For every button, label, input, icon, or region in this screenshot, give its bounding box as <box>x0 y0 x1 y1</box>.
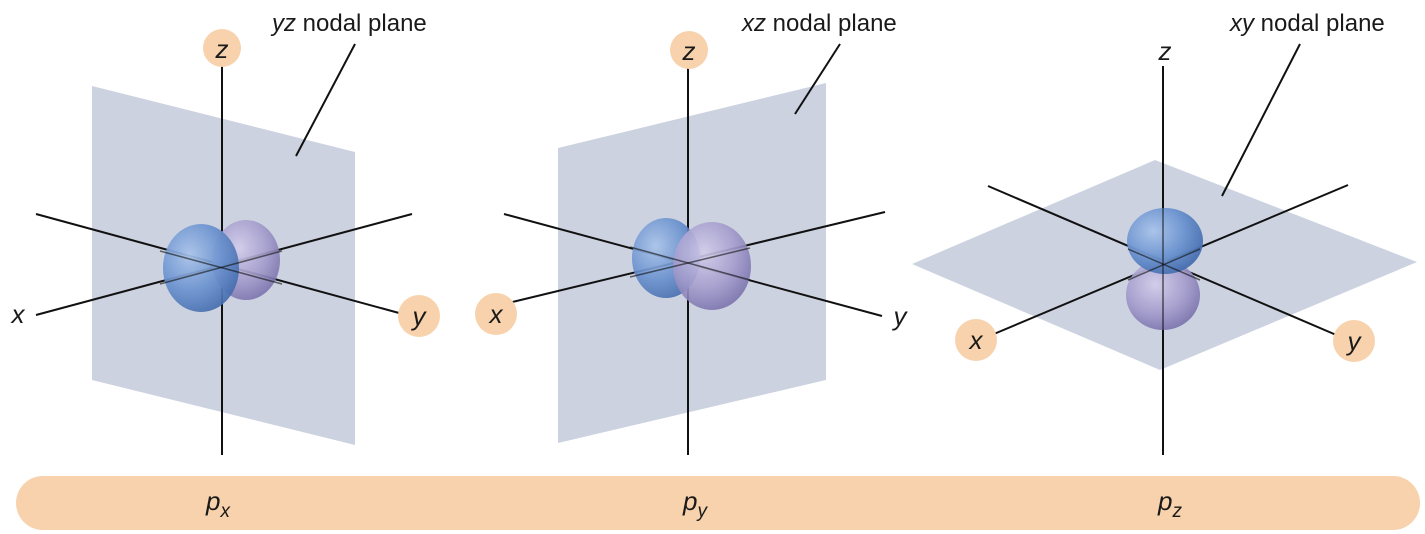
y-axis-label: y <box>1346 326 1363 356</box>
x-axis-label: x <box>10 299 26 329</box>
x-axis-badge <box>475 293 517 335</box>
plane-leader-line <box>794 43 841 115</box>
plane-leader-line <box>1221 43 1301 197</box>
label-pz: pz <box>1157 486 1182 522</box>
panel-px: z x y yz nodal plane <box>10 10 440 455</box>
y-axis-label: y <box>892 301 909 331</box>
label-py: py <box>682 486 708 522</box>
x-axis-label: x <box>968 325 984 355</box>
panel-py: z x y xz nodal plane <box>475 10 909 455</box>
y-axis-label: y <box>411 301 428 331</box>
z-axis-label: z <box>215 34 229 64</box>
x-axis-label: x <box>488 299 504 329</box>
plane-caption: xy nodal plane <box>1229 10 1385 37</box>
plane-caption: xz nodal plane <box>741 10 897 37</box>
y-axis-badge <box>398 295 440 337</box>
plane-caption: yz nodal plane <box>270 10 427 37</box>
y-axis-badge <box>1333 320 1375 362</box>
z-axis-label: z <box>682 36 696 66</box>
x-axis-badge <box>955 319 997 361</box>
orbital-lobe-front <box>673 222 751 310</box>
z-axis-badge <box>203 29 241 67</box>
orbital-label-bar: px py pz <box>16 476 1420 530</box>
z-axis-badge <box>670 31 708 69</box>
z-axis-label: z <box>1158 36 1172 66</box>
plane-leader-line <box>295 43 356 157</box>
panel-pz: z x y xy nodal plane <box>912 10 1417 455</box>
label-px: px <box>205 486 231 522</box>
orbital-lobe-front <box>163 224 239 312</box>
